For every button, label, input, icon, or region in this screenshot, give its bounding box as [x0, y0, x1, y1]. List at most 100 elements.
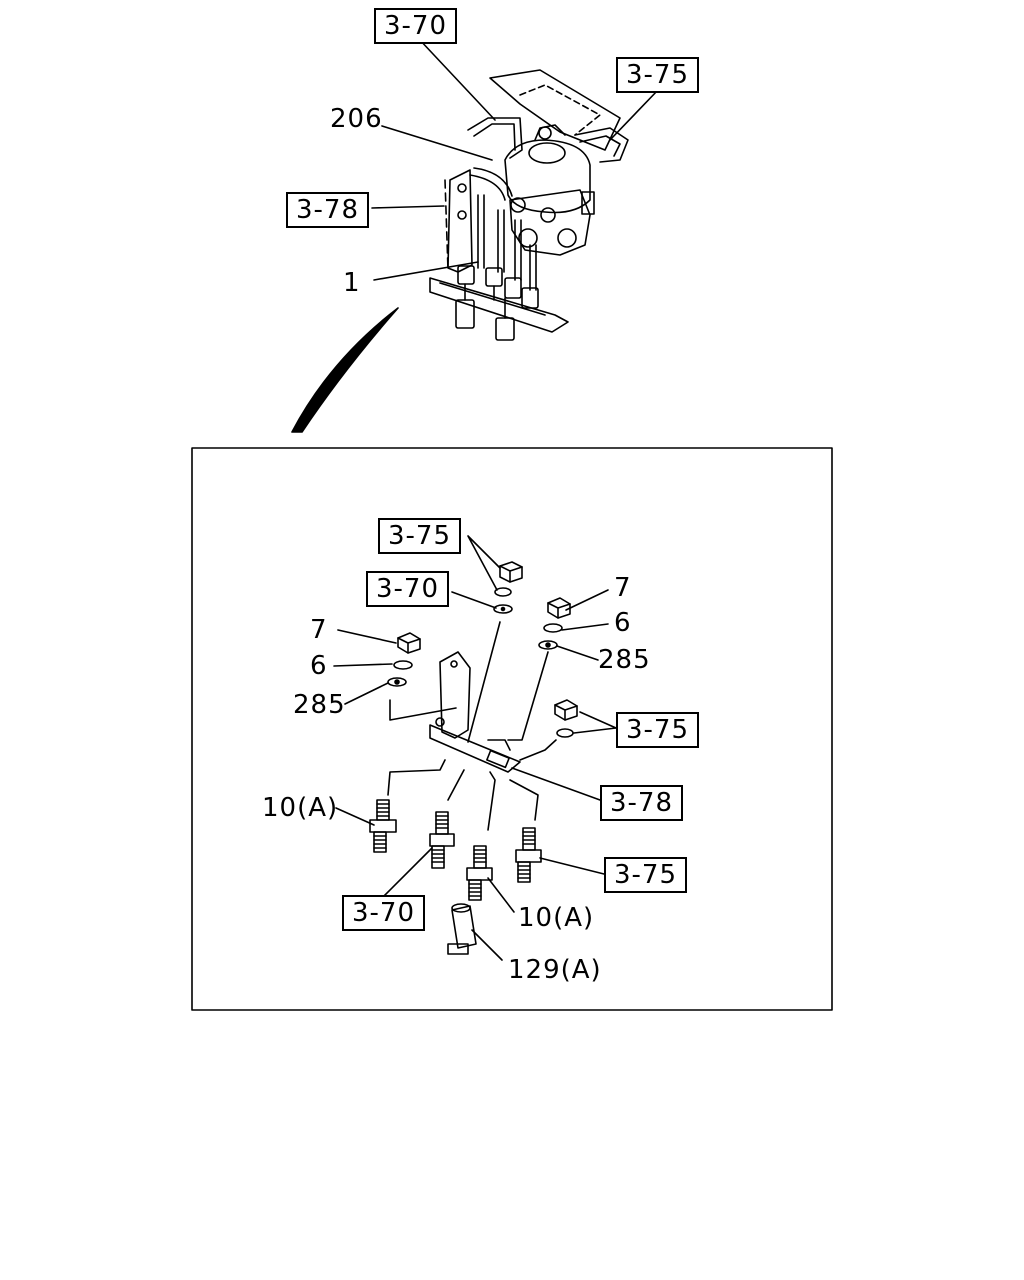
guide-stud-3 — [488, 772, 495, 830]
nut-3-75-mid — [555, 700, 577, 720]
nut-7-right — [548, 598, 570, 618]
callout-part-1: 1 — [343, 268, 361, 298]
fitting-3 — [496, 278, 521, 340]
callout-part-6-right: 6 — [614, 608, 632, 638]
stud-3-75 — [516, 828, 541, 882]
line-4 — [530, 245, 536, 290]
callout-part-6-left: 6 — [310, 651, 328, 681]
side-fitting — [582, 192, 594, 214]
leader-6-left — [334, 664, 392, 666]
washer-3-75-mid — [557, 729, 573, 737]
leader-3-70-top — [418, 38, 495, 120]
pipe-upper-left — [468, 118, 522, 158]
feed-pipe-outer — [474, 168, 512, 196]
bracket-hole-top — [458, 184, 466, 192]
detail-plate-slot — [487, 751, 509, 768]
callout-part-285-left: 285 — [293, 690, 346, 720]
detail-plate-hole — [436, 718, 444, 726]
callout-ref-3-70-detail-bottom[interactable]: 3-70 — [342, 895, 426, 931]
bracket-hole-mid — [458, 211, 466, 219]
washer-285-right — [539, 641, 557, 649]
guide-left — [390, 700, 456, 720]
pipe-upper-right-inner — [580, 136, 620, 156]
port-upper-left — [511, 198, 525, 212]
leader-3-70-bottom — [382, 848, 432, 898]
leader-3-70-top-detail — [452, 592, 496, 608]
leader-3-75-bottom — [540, 858, 604, 874]
callout-part-10a-left: 10(A) — [262, 793, 339, 823]
leader-6-right — [562, 624, 608, 630]
guide-stud-2 — [448, 770, 464, 800]
callout-ref-3-75-detail-top[interactable]: 3-75 — [378, 518, 462, 554]
upper-plate-hidden-edge — [520, 85, 600, 135]
detail-connector-arrow — [292, 308, 398, 432]
guide-center — [468, 622, 500, 742]
detail-bracket — [440, 652, 470, 738]
callout-ref-3-70-top[interactable]: 3-70 — [374, 8, 458, 44]
bracket-hidden-edge — [445, 180, 448, 270]
callout-ref-3-75-detail-bottom[interactable]: 3-75 — [604, 857, 688, 893]
leader-7-left — [338, 630, 396, 643]
base-plate — [430, 278, 568, 332]
upper-plate — [490, 70, 620, 150]
fitting-2 — [486, 268, 502, 300]
leader-3-75-mid — [574, 712, 616, 733]
detail-bracket-hole — [451, 661, 457, 667]
callout-ref-3-75-detail-mid[interactable]: 3-75 — [616, 712, 700, 748]
callout-ref-3-78-top[interactable]: 3-78 — [286, 192, 370, 228]
washer-6-right — [544, 624, 562, 632]
guide-mid — [520, 740, 556, 760]
leader-3-75-top-detail — [468, 536, 500, 590]
callout-ref-3-75-top[interactable]: 3-75 — [616, 57, 700, 93]
detail-base-plate — [430, 725, 520, 772]
guide-right-2 — [488, 740, 510, 750]
leader-10a-left — [336, 808, 374, 825]
pipe-upper-left-inner — [474, 124, 515, 150]
leader-206 — [382, 126, 492, 160]
leader-3-78-top — [372, 206, 444, 208]
bracket-plate — [448, 170, 472, 272]
coupler-129a — [448, 904, 476, 954]
port-center — [541, 208, 555, 222]
leader-1 — [374, 262, 478, 280]
leader-3-75-top — [610, 90, 658, 140]
callout-ref-3-78-detail[interactable]: 3-78 — [600, 785, 684, 821]
port-left — [519, 229, 537, 247]
line-1 — [478, 195, 484, 268]
callout-ref-3-70-detail-top[interactable]: 3-70 — [366, 571, 450, 607]
leader-10a-right — [488, 878, 514, 912]
top-assembly-illustration — [372, 38, 658, 340]
nut-3-75-top — [500, 562, 522, 582]
callout-part-7-left: 7 — [310, 615, 328, 645]
washer-285-left — [388, 678, 406, 686]
stud-10a-left — [370, 800, 396, 852]
stud-3-70 — [430, 812, 454, 868]
line-3 — [515, 220, 521, 280]
callout-part-206: 206 — [330, 104, 383, 134]
callout-part-7-right: 7 — [614, 573, 632, 603]
feed-pipe — [470, 175, 505, 200]
fitting-1 — [456, 266, 474, 328]
callout-part-129a: 129(A) — [508, 955, 602, 985]
leader-285-left — [345, 683, 388, 704]
port-right — [558, 229, 576, 247]
leader-3-78-detail — [512, 768, 600, 800]
leader-129a — [472, 930, 502, 960]
guide-right — [508, 652, 548, 740]
fitting-4 — [522, 288, 538, 308]
washer-6-left — [394, 661, 412, 669]
guide-stud-1 — [388, 760, 445, 795]
detail-exploded-view — [334, 536, 616, 960]
pipe-upper-right — [575, 128, 628, 162]
base-plate-line — [440, 283, 545, 315]
callout-part-10a-right: 10(A) — [518, 903, 595, 933]
line-2 — [498, 210, 504, 272]
nut-7-left — [398, 633, 420, 653]
detail-view-frame — [192, 448, 832, 1010]
valve-body — [505, 140, 590, 213]
guide-stud-4 — [510, 780, 538, 820]
valve-neck — [535, 125, 565, 140]
callout-part-285-right: 285 — [598, 645, 651, 675]
